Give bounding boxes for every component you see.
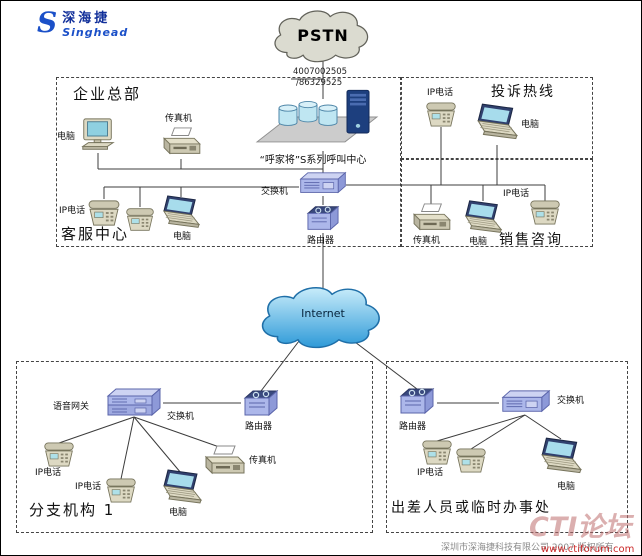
pstn-label: PSTN: [297, 25, 349, 45]
label-switch: 交换机: [557, 396, 585, 406]
call-center-caption: “呼家将”S系列呼叫中心: [259, 155, 367, 166]
label-router: 路由器: [307, 236, 335, 246]
ip-phone-icon: [529, 199, 561, 226]
fax-machine-icon: [201, 445, 247, 479]
laptop-icon: [473, 103, 521, 145]
pstn-cloud: PSTN: [269, 7, 377, 63]
group-box-branch: [16, 361, 373, 533]
ip-phone-icon: [125, 207, 155, 232]
voice-gateway-icon: [105, 387, 163, 419]
label-router: 路由器: [399, 422, 427, 432]
laptop-icon: [537, 437, 585, 479]
label-fax: 传真机: [249, 456, 277, 466]
label-ip-phone: IP电话: [427, 88, 454, 98]
access-number-line2: /86329525: [296, 77, 343, 88]
core-router-icon: [303, 203, 343, 235]
label-router: 路由器: [245, 422, 273, 432]
desktop-computer-icon: [79, 117, 117, 155]
ip-phone-icon: [421, 439, 453, 466]
internet-cloud: Internet: [255, 283, 391, 349]
label-switch: 交换机: [167, 412, 195, 422]
group-box-headquarters: [56, 77, 401, 247]
label-computer: 电脑: [173, 232, 192, 242]
complaint-hotline-title: 投诉热线: [491, 84, 555, 100]
service-center-title: 客服中心: [61, 225, 130, 243]
sales-title: 销售咨询: [499, 232, 563, 248]
label-ip-phone: IP电话: [59, 206, 86, 216]
label-computer: 电脑: [169, 508, 188, 518]
label-voice-gateway: 语音网关: [53, 402, 90, 412]
logo-s-icon: S: [37, 6, 58, 40]
label-switch: 交换机: [261, 187, 289, 197]
label-fax: 传真机: [165, 114, 193, 124]
label-computer: 电脑: [521, 120, 540, 130]
group-box-mobile-office: [386, 361, 628, 533]
label-computer: 电脑: [469, 237, 488, 247]
ip-phone-icon: [425, 101, 457, 128]
branch-title: 分支机构 1: [29, 501, 116, 519]
internet-label: Internet: [301, 306, 345, 320]
branch-router-icon: [241, 387, 281, 421]
access-number: 4007002505 /86329525: [293, 67, 347, 88]
laptop-icon: [159, 195, 203, 233]
access-number-line1: 4007002505: [293, 67, 348, 77]
ip-phone-icon: [43, 441, 75, 468]
label-ip-phone: IP电话: [503, 189, 530, 199]
copyright-text: 深圳市深海捷科技有限公司 2007 版权所有: [441, 543, 614, 553]
label-ip-phone: IP电话: [417, 468, 444, 478]
watermark-logo: CTI论坛: [529, 512, 632, 543]
core-switch-icon: [298, 171, 348, 196]
brand-name-en: Singhead: [62, 26, 129, 39]
label-fax: 传真机: [413, 236, 441, 246]
laptop-icon: [159, 469, 205, 509]
phone-icon: [455, 447, 487, 474]
mobile-router-icon: [397, 385, 437, 419]
fax-machine-icon: [409, 203, 453, 235]
call-center-server-icon: [251, 85, 383, 149]
brand-name-cn: 深海捷: [62, 11, 111, 26]
label-ip-phone: IP电话: [75, 482, 102, 492]
headquarters-title: 企业总部: [73, 85, 142, 103]
label-computer: 电脑: [557, 482, 576, 492]
watermark-url: www.ctiforum.com: [541, 544, 635, 555]
mobile-switch-icon: [499, 389, 553, 415]
label-computer: 电脑: [57, 132, 76, 142]
mobile-office-title: 出差人员或临时办事处: [391, 500, 551, 516]
fax-machine-icon: [159, 127, 203, 159]
label-ip-phone: IP电话: [35, 468, 62, 478]
brand-logo: S 深海捷 Singhead: [37, 7, 128, 39]
